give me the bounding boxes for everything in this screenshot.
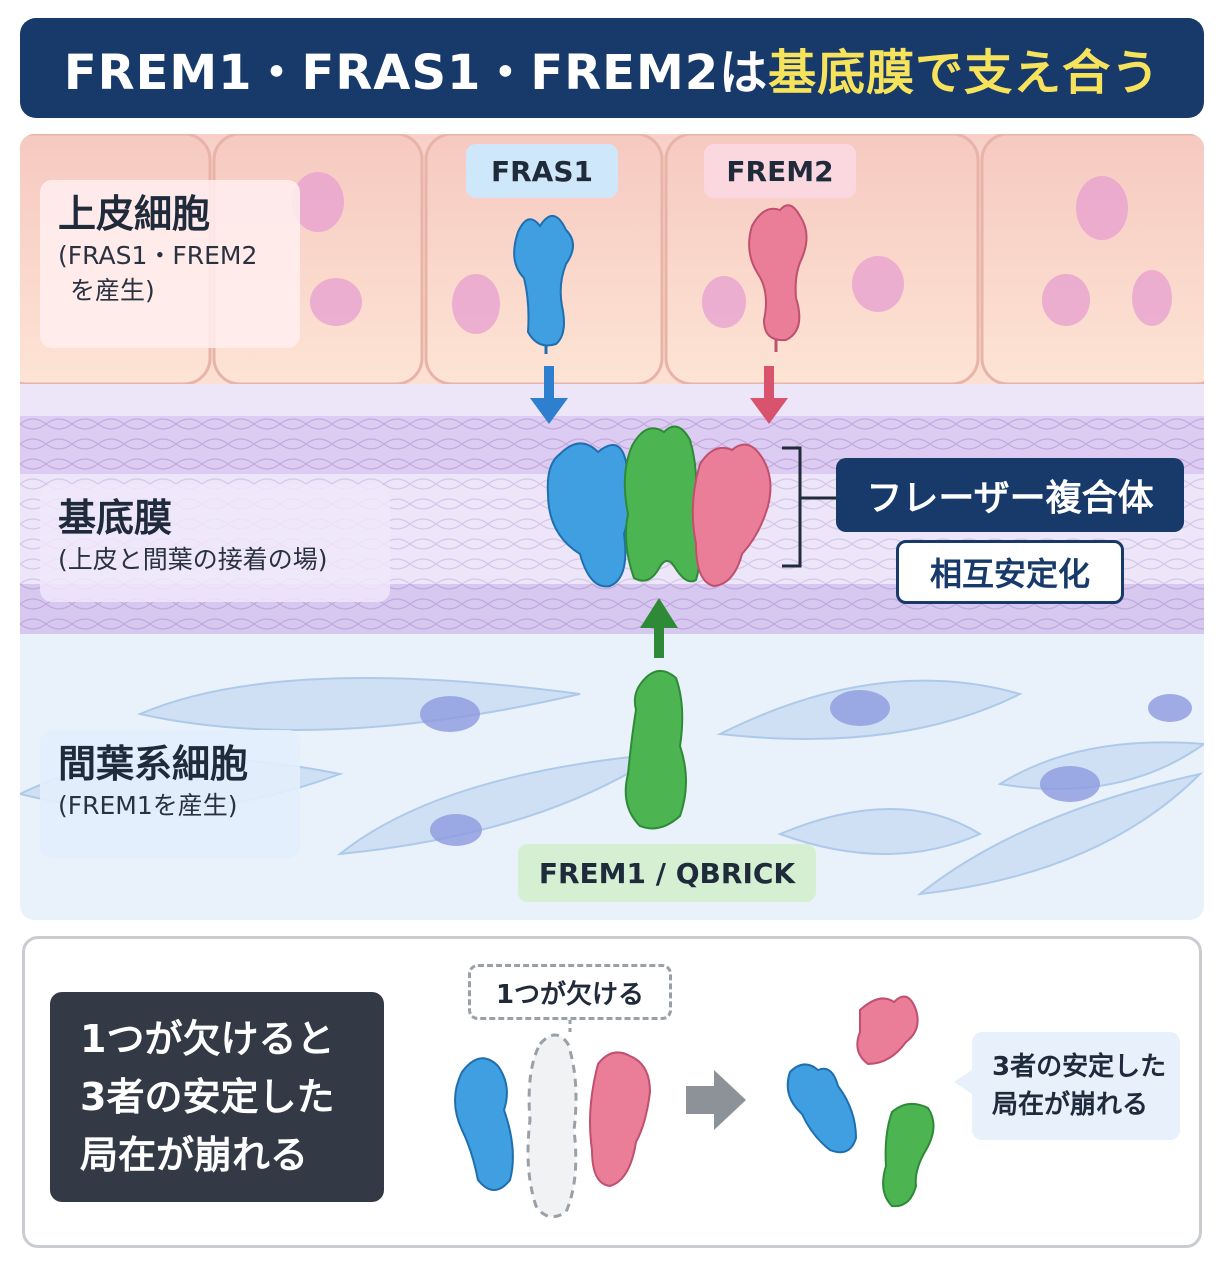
frem2-arrow bbox=[750, 366, 788, 424]
epithelium-label: 上皮細胞 (FRAS1・FREM2 を産生) bbox=[40, 180, 300, 348]
frem2-molecule bbox=[748, 204, 808, 352]
basement-membrane-name: 基底膜 bbox=[58, 496, 173, 540]
mesenchyme-label: 間葉系細胞 (FREM1を産生) bbox=[40, 730, 300, 858]
title-part2: 基底膜で支え合う bbox=[768, 45, 1161, 101]
mesenchyme-name: 間葉系細胞 bbox=[58, 742, 249, 786]
protein-diagram bbox=[513, 204, 836, 830]
epithelium-sub-2: を産生) bbox=[70, 275, 155, 305]
complex-name-tag: フレーザー複合体 bbox=[836, 458, 1184, 532]
result-line-1: 3者の安定した bbox=[992, 1052, 1167, 1082]
frem2-label: FREM2 bbox=[704, 144, 856, 198]
summary-box: 1つが欠けると 3者の安定した 局在が崩れる bbox=[50, 992, 384, 1202]
fras1-arrow bbox=[530, 366, 568, 424]
complex-fras1 bbox=[546, 442, 631, 588]
basement-membrane-sub: (上皮と間葉の接着の場) bbox=[58, 544, 328, 574]
stabilization-tag: 相互安定化 bbox=[896, 540, 1124, 604]
complex-bracket bbox=[782, 446, 836, 568]
epithelial-nuclei bbox=[292, 172, 1172, 334]
basement-membrane-label: 基底膜 (上皮と間葉の接着の場) bbox=[40, 484, 390, 602]
title-part1: FREM1・FRAS1・FREM2は bbox=[63, 45, 769, 101]
summary-line-2: 3者の安定した bbox=[80, 1075, 335, 1119]
frem1-label: FREM1 / QBRICK bbox=[518, 844, 816, 902]
fras1-molecule bbox=[513, 215, 574, 354]
result-line-2: 局在が崩れる bbox=[992, 1090, 1149, 1120]
frem1-molecule bbox=[624, 670, 687, 830]
mesenchyme-sub: (FREM1を産生) bbox=[58, 790, 238, 820]
summary-line-1: 1つが欠けると bbox=[80, 1017, 335, 1061]
tissue-illustration: 上皮細胞 (FRAS1・FREM2 を産生) 基底膜 (上皮と間葉の接着の場) … bbox=[20, 134, 1204, 920]
fras1-label: FRAS1 bbox=[466, 144, 618, 198]
missing-tag: 1つが欠ける bbox=[468, 964, 672, 1020]
result-callout: 3者の安定した 局在が崩れる bbox=[954, 1032, 1180, 1140]
title-banner: FREM1・FRAS1・FREM2は基底膜で支え合う bbox=[20, 18, 1204, 118]
mesenchymal-nuclei bbox=[420, 690, 1192, 846]
epithelium-name: 上皮細胞 bbox=[58, 192, 211, 236]
summary-line-3: 局在が崩れる bbox=[80, 1133, 309, 1177]
frem1-arrow bbox=[640, 598, 678, 658]
complex-frem1 bbox=[623, 425, 701, 583]
epithelium-sub-1: (FRAS1・FREM2 bbox=[58, 240, 258, 270]
complex-frem2 bbox=[691, 443, 772, 588]
